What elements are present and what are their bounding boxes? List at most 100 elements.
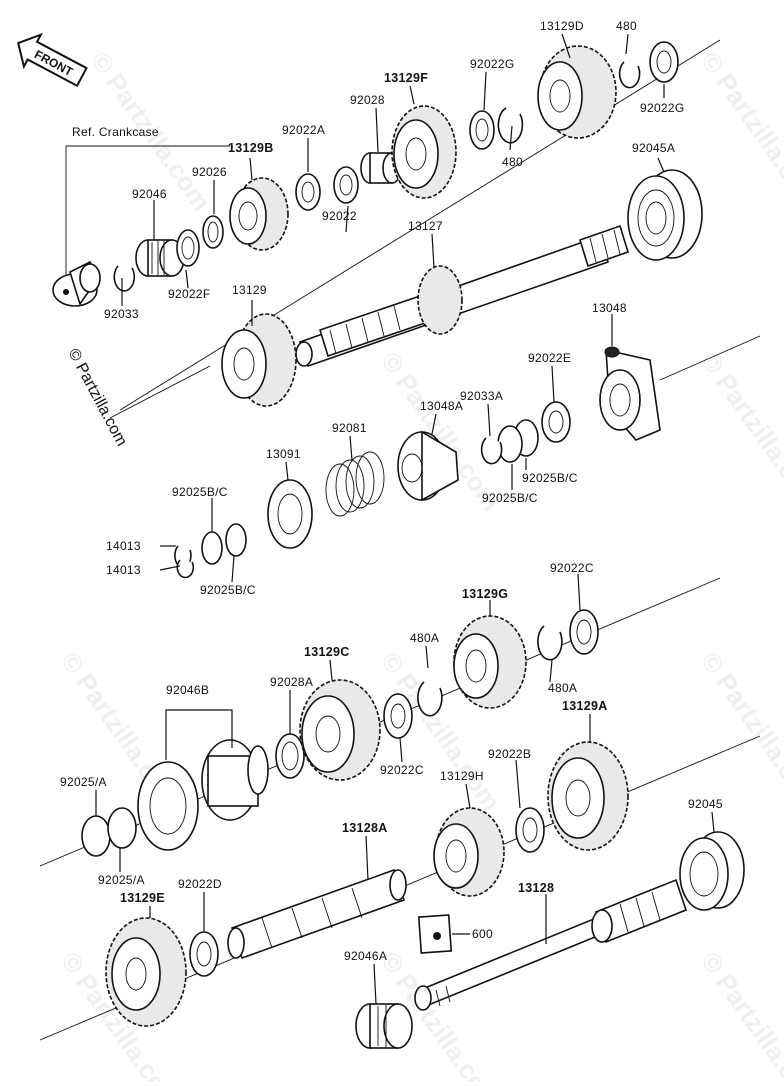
label-13129: 13129 — [232, 283, 267, 297]
leader-lines — [95, 33, 715, 1005]
label-480A: 480A — [410, 631, 439, 645]
washer-92022C-1 — [569, 609, 599, 655]
crankcase-plug — [52, 260, 101, 307]
label-13129E: 13129E — [120, 891, 165, 905]
label-13129A: 13129A — [562, 699, 608, 713]
label-480: 480 — [616, 19, 637, 33]
bushing-92028A — [275, 733, 305, 779]
part-600 — [417, 914, 453, 954]
shaft-13127 — [295, 224, 629, 368]
label-92033A: 92033A — [460, 389, 503, 403]
label-92022G: 92022G — [470, 57, 515, 71]
label-92046B: 92046B — [166, 683, 209, 697]
label-92022B: 92022B — [488, 747, 531, 761]
washer-92022G-1 — [469, 110, 495, 150]
label-92081: 92081 — [332, 421, 367, 435]
label-13129G: 13129G — [462, 587, 508, 601]
label-92022C: 92022C — [380, 763, 424, 777]
part-13048 — [599, 346, 661, 441]
label-92025BC: 92025B/C — [172, 485, 228, 499]
label-92022E: 92022E — [528, 351, 571, 365]
ref-crankcase-label: Ref. Crankcase — [72, 125, 159, 139]
needle-bearing-92046A — [355, 1003, 413, 1049]
washer-92025BC-4 — [201, 531, 223, 565]
label-92028A: 92028A — [270, 675, 313, 689]
watermark: © Partzilla.com — [695, 946, 784, 1081]
front-arrow-icon: FRONT — [17, 32, 88, 88]
label-13129H: 13129H — [440, 769, 484, 783]
upper-center-line-left — [109, 365, 211, 419]
label-92022: 92022 — [322, 209, 357, 223]
label-92033: 92033 — [104, 307, 139, 321]
watermark: © Partzilla.com — [695, 346, 784, 516]
upper-center-line — [119, 39, 721, 411]
circlip-480A-2 — [537, 625, 563, 661]
circlip-92033A — [480, 437, 503, 465]
label-92022C: 92022C — [550, 561, 594, 575]
washer-92022G-2 — [649, 41, 679, 83]
part-13048A — [397, 430, 459, 502]
label-14013: 14013 — [106, 563, 141, 577]
label-13048A: 13048A — [420, 399, 463, 413]
label-92025BC: 92025B/C — [522, 471, 578, 485]
gear-13129C — [299, 679, 381, 781]
label-92046A: 92046A — [344, 949, 387, 963]
gear-13129E — [105, 917, 187, 1027]
label-92028: 92028 — [350, 93, 385, 107]
washer-92025A-2 — [107, 807, 137, 849]
middle-center-line — [659, 335, 761, 381]
label-13129B: 13129B — [228, 141, 274, 155]
label-13128A: 13128A — [342, 821, 388, 835]
clip-14013-2 — [176, 559, 195, 579]
bearing-92045A — [627, 169, 703, 261]
bearing-92046B — [137, 739, 269, 851]
washer-92022E — [541, 401, 571, 443]
watermark: © Partzilla.com — [695, 646, 784, 816]
washer-92026 — [202, 215, 224, 249]
washer-92022C-2 — [383, 693, 413, 739]
label-92022D: 92022D — [178, 877, 222, 891]
label-13129D: 13129D — [540, 19, 584, 33]
gear-13129G — [453, 615, 527, 709]
label-92025BC: 92025B/C — [482, 491, 538, 505]
label-13129C: 13129C — [304, 645, 350, 659]
label-92025BC: 92025B/C — [200, 583, 256, 597]
washer-92025A-1 — [81, 815, 111, 857]
label-92025A: 92025/A — [60, 775, 107, 789]
label-92022G: 92022G — [640, 101, 685, 115]
label-13127: 13127 — [408, 219, 443, 233]
circlip-480-2 — [618, 61, 641, 89]
washer-92022 — [333, 166, 359, 204]
washer-92022F — [176, 229, 200, 267]
label-13091: 13091 — [266, 447, 301, 461]
gear-13129A — [547, 741, 629, 851]
shaft-13128A — [227, 868, 407, 960]
gear-13129H — [433, 807, 505, 897]
label-92026: 92026 — [192, 165, 227, 179]
spring-92081 — [325, 451, 385, 517]
ref-crankcase-leader — [65, 145, 230, 280]
label-92045A: 92045A — [632, 141, 675, 155]
washer-92022B — [515, 807, 545, 853]
label-13128: 13128 — [518, 881, 554, 895]
circlip-92033 — [113, 265, 136, 292]
gear-13129B — [229, 177, 289, 251]
label-13129F: 13129F — [384, 71, 428, 85]
watermark: © Partzilla.com — [695, 46, 784, 216]
circlip-480-1 — [497, 107, 524, 144]
label-92022A: 92022A — [282, 123, 325, 137]
gear-13129F — [391, 105, 457, 199]
washer-92022D — [189, 931, 219, 977]
label-14013: 14013 — [106, 539, 141, 553]
gear-13129 — [221, 313, 297, 407]
label-480A: 480A — [548, 681, 577, 695]
circlip-480A-1 — [417, 681, 443, 717]
part-labels: 13129D 480 92022G 92022G 480 13129F 9202… — [60, 19, 723, 963]
washer-92025BC-3 — [225, 523, 247, 557]
label-92046: 92046 — [132, 187, 167, 201]
gear-13129D — [537, 45, 617, 139]
shaft-13128 — [414, 878, 687, 1011]
label-92045: 92045 — [688, 797, 723, 811]
label-92022F: 92022F — [168, 287, 211, 301]
